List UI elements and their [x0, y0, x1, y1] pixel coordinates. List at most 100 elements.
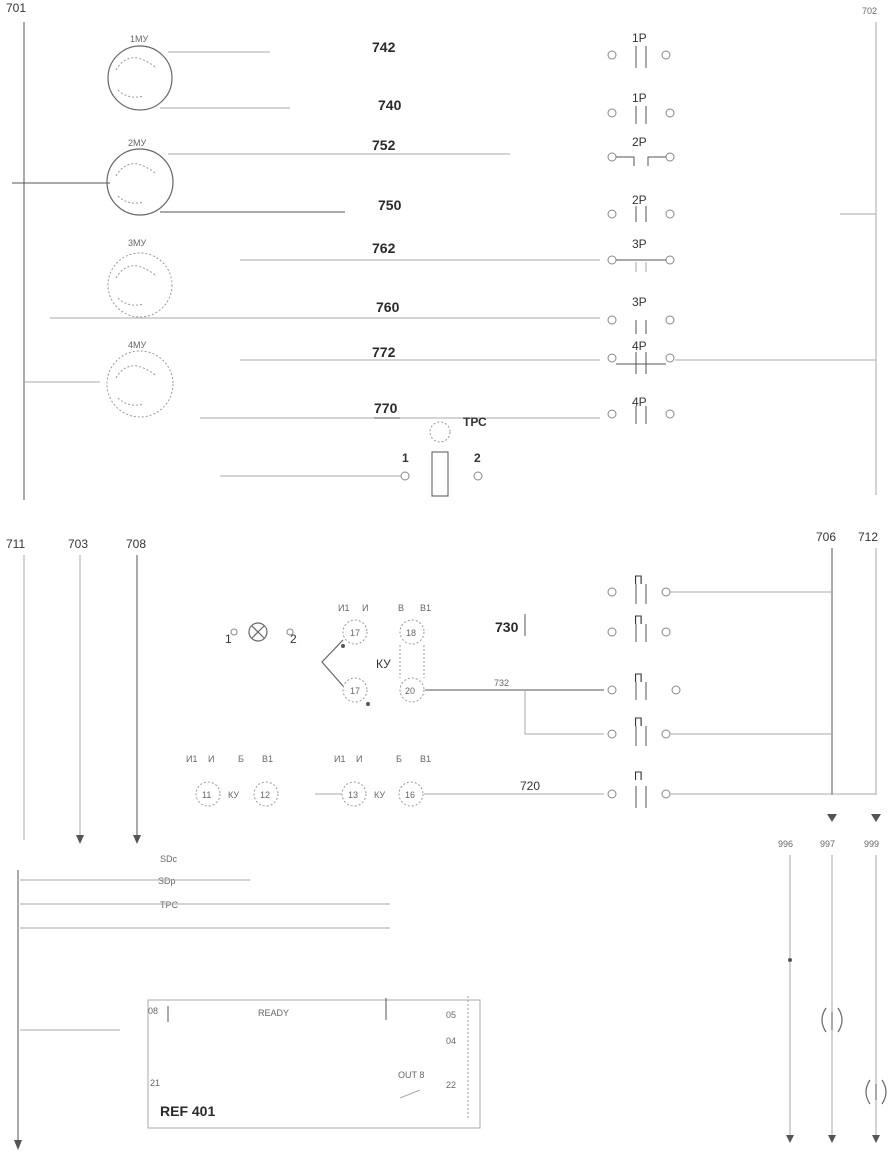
wire-label-762: 762	[372, 240, 396, 256]
motor-circle	[106, 148, 174, 216]
motor-winding	[115, 57, 157, 98]
terminal	[671, 685, 681, 695]
bus-label-701: 701	[6, 1, 26, 15]
label-sdc: SDc	[160, 854, 178, 864]
terminal	[665, 152, 675, 162]
terminal	[607, 627, 617, 637]
switch-label: КУ	[228, 790, 239, 800]
contact-label: 2Р	[632, 135, 647, 149]
terminal	[607, 315, 617, 325]
switch-terminal-label: 18	[406, 628, 416, 638]
terminal	[400, 471, 410, 481]
wire-label-772: 772	[372, 344, 396, 360]
motor-4: 4МУ	[106, 340, 174, 418]
coil-right-2	[865, 1079, 887, 1105]
contact-2p-b: 2Р	[607, 193, 675, 222]
row-header: В1	[420, 754, 431, 764]
motor-circle	[107, 252, 173, 318]
contact-3p-a: 3Р	[607, 237, 675, 272]
row-header: И1	[186, 754, 197, 764]
contact-4p-a: 4Р	[607, 339, 675, 374]
switch-jumper	[321, 639, 344, 687]
pin-label: 05	[446, 1010, 456, 1020]
out-label: OUT 8	[398, 1070, 424, 1080]
contact-label: П	[634, 613, 643, 627]
motor-circle	[106, 350, 174, 418]
row-header: Б	[238, 754, 244, 764]
contact-p-1: П	[607, 573, 832, 604]
terminal	[607, 255, 617, 265]
contact-1p-b: 1Р	[607, 91, 675, 124]
wire-label-760: 760	[376, 299, 400, 315]
switch-terminal-label: 13	[348, 790, 358, 800]
transformer-tpc: ТРС 1 2	[220, 415, 487, 497]
contact-label: 2Р	[632, 193, 647, 207]
contact	[399, 1089, 421, 1099]
switch-row-left: И1 И Б В1 11 КУ 12	[186, 754, 279, 807]
relay-module-ref401: 08 READY 05 04 21 OUT 8 22 REF 401	[147, 996, 481, 1129]
switch-terminal-label: 17	[350, 686, 360, 696]
contact-label: П	[634, 769, 643, 783]
bus-label-702: 702	[862, 6, 877, 16]
coil-arc	[865, 1079, 871, 1105]
row-header: В1	[262, 754, 273, 764]
junction	[366, 702, 370, 706]
contact-label: 3Р	[632, 237, 647, 251]
bus-label-712: 712	[858, 530, 878, 544]
label-tpc: TPC	[160, 900, 179, 910]
switch-terminal-label: 17	[350, 628, 360, 638]
switch-terminal	[398, 781, 424, 807]
arrow-down-icon	[871, 814, 881, 822]
motor-label: 3МУ	[128, 238, 147, 248]
contact-label: 4Р	[632, 339, 647, 353]
terminal	[661, 50, 671, 60]
row-header: И	[208, 754, 214, 764]
wire-label-720: 720	[520, 779, 540, 793]
pin-label: 04	[446, 1036, 456, 1046]
terminal	[665, 315, 675, 325]
wire-label-732: 732	[494, 678, 509, 688]
terminal	[665, 409, 675, 419]
terminal	[230, 628, 238, 636]
terminal	[607, 729, 617, 739]
module-box	[147, 999, 481, 1129]
coil-arc	[821, 1007, 827, 1033]
contact-label: 1Р	[632, 91, 647, 105]
pin-label: 08	[148, 1006, 158, 1016]
terminal	[607, 209, 617, 219]
switch-header: В	[398, 603, 404, 613]
wire-label-740: 740	[378, 97, 402, 113]
wire-label-770: 770	[374, 400, 398, 416]
contact-2p-a: 2Р	[607, 135, 675, 166]
lamp-cross	[251, 625, 265, 639]
contact-label: П	[634, 715, 643, 729]
switch-terminal-label: 16	[405, 790, 415, 800]
terminal	[661, 729, 671, 739]
terminal	[607, 353, 617, 363]
lamp-terminal-2: 2	[290, 632, 297, 646]
motor-label: 4МУ	[128, 340, 147, 350]
motor-circle	[107, 45, 173, 111]
bus-label-999: 999	[864, 839, 879, 849]
bus-label-996: 996	[778, 839, 793, 849]
terminal-label-2: 2	[474, 451, 481, 465]
contact-1p-a: 1Р	[607, 31, 671, 68]
switch-terminal-label: 11	[202, 790, 211, 800]
pin-label: 22	[446, 1080, 456, 1090]
terminal	[473, 471, 483, 481]
coil-arc	[881, 1079, 887, 1105]
wire-label-752: 752	[372, 137, 396, 153]
arrow-down-icon	[828, 1135, 836, 1143]
wire-label-750: 750	[378, 197, 402, 213]
contact-label: 4Р	[632, 395, 647, 409]
motor-3: 3МУ	[107, 238, 173, 318]
contact-plate	[616, 156, 666, 166]
row-header: Б	[396, 754, 402, 764]
junction	[788, 958, 792, 962]
arrow-down-icon	[872, 1135, 880, 1143]
transformer-coil	[429, 421, 451, 443]
terminal	[607, 108, 617, 118]
contact-label: 3Р	[632, 295, 647, 309]
switch-header: В1	[420, 603, 431, 613]
